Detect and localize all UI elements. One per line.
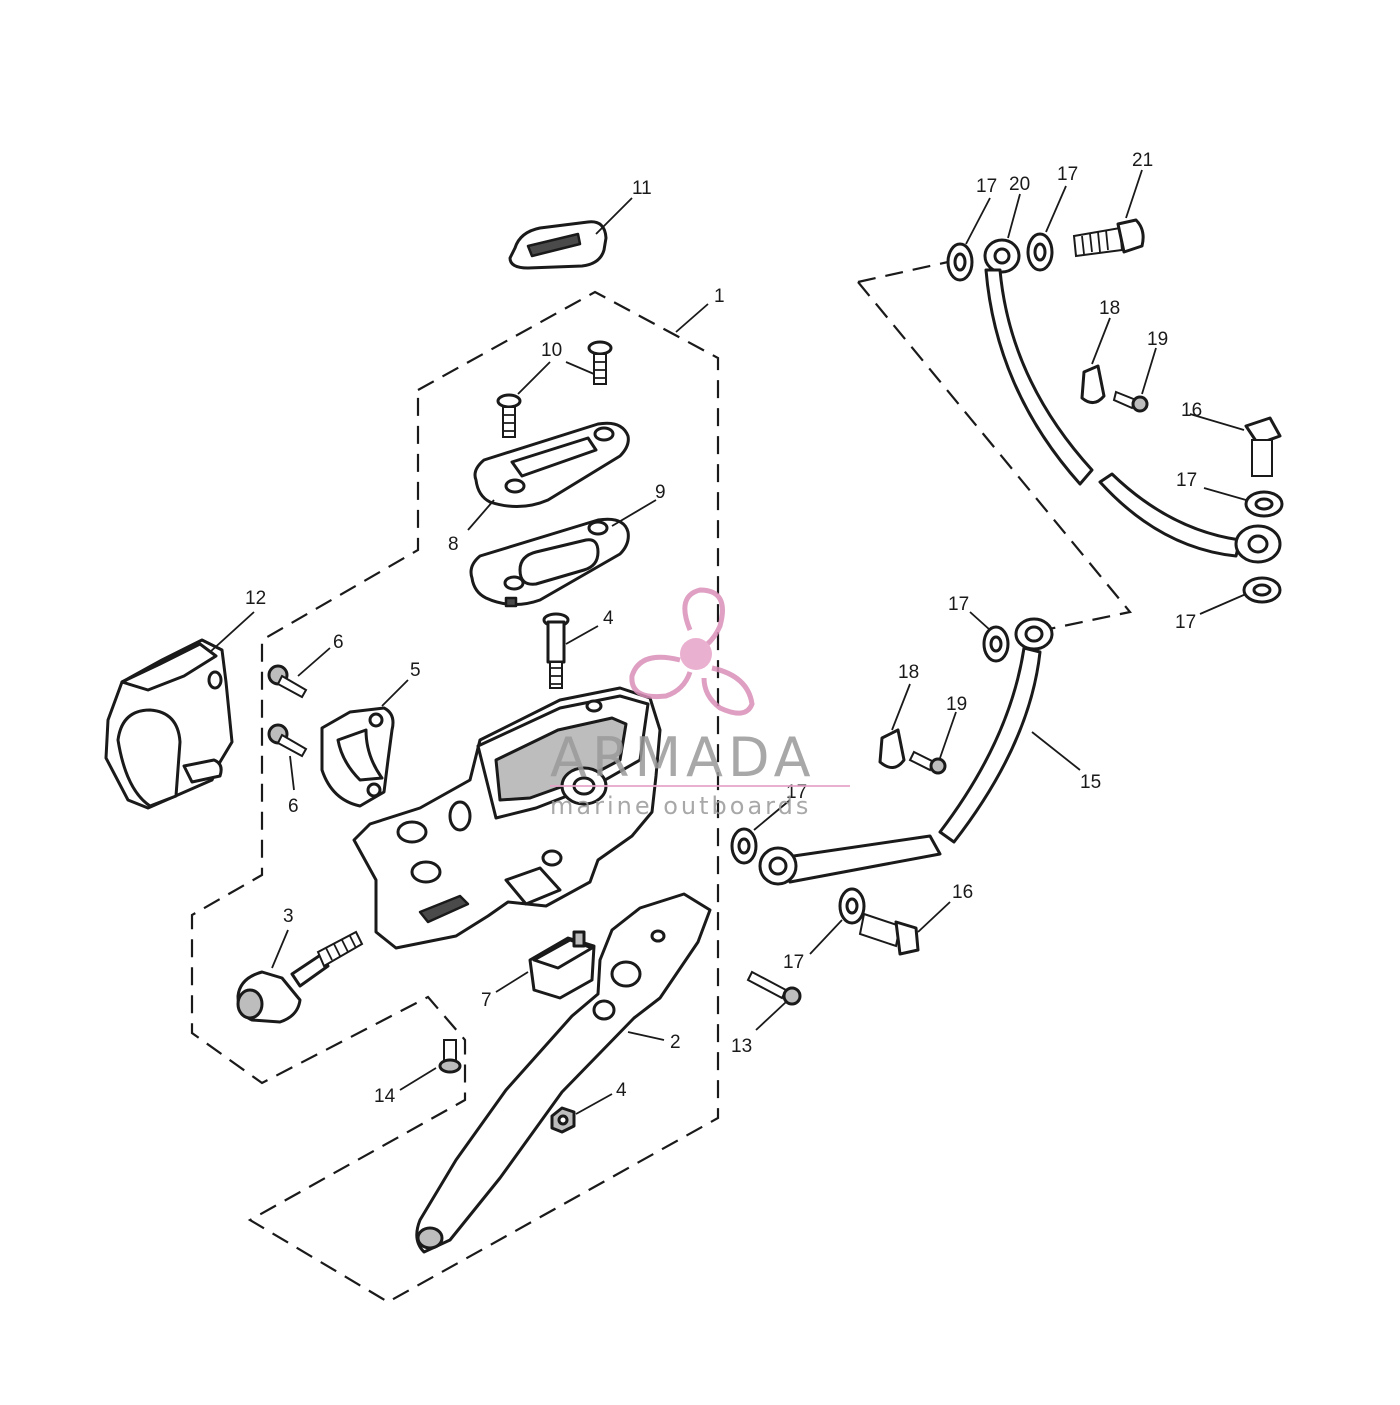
part-15-brake-hose [758,617,1054,886]
callout-17-d: 17 [1175,612,1196,633]
part-20-brake-hose [983,238,1282,564]
part-12-switch-housing [104,638,234,810]
callout-2: 2 [670,1032,681,1053]
callout-19-lower: 19 [946,694,967,715]
callout-17-f: 17 [786,782,807,803]
part-17-washer-e [982,625,1010,663]
part-17-washer-d [1242,576,1282,604]
armada-watermark: ARMADA marine outboards [550,587,850,820]
part-17-washer-b [1026,232,1054,272]
part-16-banjo-bolt-lower [858,912,920,956]
part-8-cover-plate [473,421,630,508]
callout-14: 14 [374,1086,396,1107]
watermark-brand: ARMADA [550,726,816,789]
part-18-clip-upper [1080,364,1106,404]
callout-12: 12 [245,588,266,609]
part-16-banjo-bolt-upper [1244,416,1282,477]
assembly-boundary-hose [857,260,1133,635]
callout-6-upper: 6 [333,632,344,653]
part-4-nut [550,1106,576,1134]
callout-4-pin: 4 [603,608,614,629]
part-10-screw-a [587,340,613,385]
part-11-cap-cover [508,220,608,270]
part-18-clip-lower [878,728,906,769]
propeller-logo-icon [629,587,755,716]
part-21-banjo-bolt [1072,218,1145,258]
callout-10: 10 [541,340,562,361]
callout-18-upper: 18 [1099,298,1120,319]
callout-7: 7 [481,990,492,1011]
part-4-pivot-pin [542,612,570,689]
callout-17-a: 17 [976,176,997,197]
callout-15: 15 [1080,772,1101,793]
watermark-tagline: marine outboards [550,792,811,820]
leader-lines [209,169,1247,1115]
callout-21: 21 [1132,150,1153,171]
callout-8: 8 [448,534,459,555]
callout-16-lower: 16 [952,882,973,903]
callout-5: 5 [410,660,421,681]
part-17-washer-c [1244,490,1284,518]
callout-17-b: 17 [1057,164,1078,185]
part-19-screw-upper [1112,390,1149,413]
callout-19-upper: 19 [1147,329,1168,350]
part-10-screw-b [496,393,522,438]
callout-17-c: 17 [1176,470,1197,491]
callout-11: 11 [632,178,652,199]
part-17-washer-f [730,827,758,865]
callout-6-lower: 6 [288,796,299,817]
part-14-screw [438,1039,462,1074]
callout-20: 20 [1009,174,1030,195]
part-3-adjuster [236,930,364,1024]
callout-18-lower: 18 [898,662,919,683]
callout-4-nut: 4 [616,1080,627,1101]
part-6-screw-b [267,723,308,758]
master-cylinder-body [352,686,662,950]
part-2-lever [415,892,712,1254]
part-6-screw-a [267,664,308,699]
part-17-washer-g [838,887,866,925]
part-9-diaphragm [469,517,630,608]
part-17-washer-a [946,242,974,282]
part-19-screw-lower [908,750,947,775]
part-5-clamp [320,706,395,808]
callout-17-g: 17 [783,952,804,973]
part-7-brake-switch [528,930,596,1000]
callout-9: 9 [655,482,666,503]
callout-16-upper: 16 [1181,400,1202,421]
callout-17-e: 17 [948,594,969,615]
assembly-boundary-1 [190,290,720,1304]
part-13-screw [746,970,802,1006]
callout-13: 13 [731,1036,752,1057]
callout-1: 1 [714,286,725,307]
callout-labels: 1 2 3 4 4 5 6 6 7 8 9 10 11 12 13 14 15 … [245,150,1202,1107]
callout-3: 3 [283,906,294,927]
